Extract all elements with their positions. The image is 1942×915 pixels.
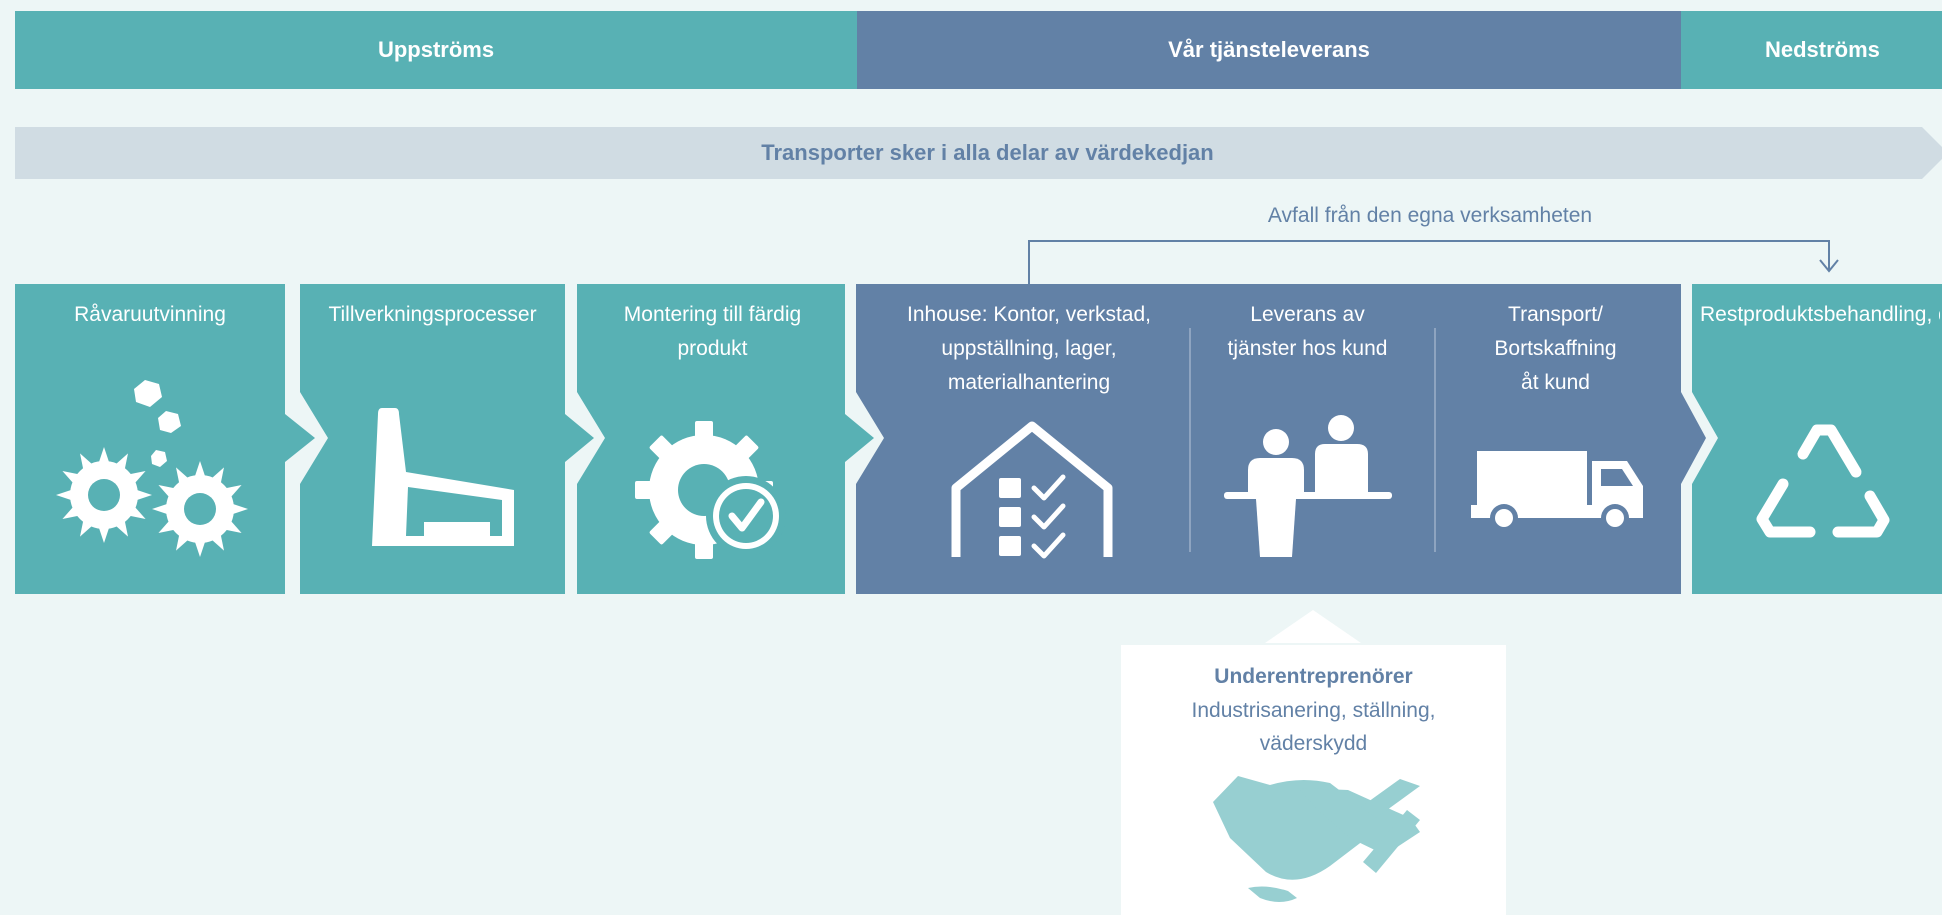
subcontractor-title: Underentreprenörer xyxy=(1214,665,1413,688)
service-header: Vår tjänsteleverans xyxy=(857,11,1681,89)
downstream-header-label: Nedströms xyxy=(1765,37,1880,62)
service-counter-icon xyxy=(1224,415,1392,557)
step-label-inhouse: Inhouse: Kontor, verkstad, uppställning,… xyxy=(907,303,1151,394)
transport-banner: Transporter sker i alla delar av värdeke… xyxy=(15,127,1942,179)
gears-icon xyxy=(56,380,248,557)
waste-flow-arrowhead xyxy=(1819,259,1839,273)
transport-banner-label: Transporter sker i alla delar av värdeke… xyxy=(761,140,1214,165)
step-label-residual-text: Restproduktsbehandling, deponi m.m. xyxy=(1700,303,1940,326)
step-label-transport: Transport/ Bortskaffning åt kund xyxy=(1494,303,1617,394)
subcontractor-text: Industrisanering, ställning, väderskydd xyxy=(1191,699,1436,755)
transport-banner-arrow xyxy=(15,127,1942,179)
gear-check-icon xyxy=(635,421,786,559)
handshake-icon xyxy=(1213,776,1420,902)
recycle-icon xyxy=(1756,424,1890,538)
waste-flow-label: Avfall från den egna verksamheten xyxy=(1267,204,1593,227)
waste-flow-connector xyxy=(1028,240,1830,284)
service-header-label: Vår tjänsteleverans xyxy=(1168,37,1370,62)
truck-icon xyxy=(1471,451,1643,532)
upstream-header-label: Uppströms xyxy=(377,37,495,62)
factory-icon xyxy=(372,408,514,546)
subcontractor-pointer xyxy=(1265,610,1361,643)
step-assembly-box xyxy=(577,284,874,594)
step-label-raw-material: Råvaruutvinning xyxy=(74,303,226,326)
upstream-header: Uppströms xyxy=(15,11,857,89)
step-label-manufacturing: Tillverkningsprocesser xyxy=(328,303,537,326)
warehouse-checklist-icon xyxy=(951,421,1113,559)
step-label-service-delivery: Leverans av tjänster hos kund xyxy=(1227,303,1388,360)
step-label-residual: Restproduktsbehandling, deponi m.m. xyxy=(1700,298,1940,332)
downstream-header: Nedströms xyxy=(1681,11,1942,89)
step-label-assembly: Montering till färdig produkt xyxy=(623,303,802,360)
